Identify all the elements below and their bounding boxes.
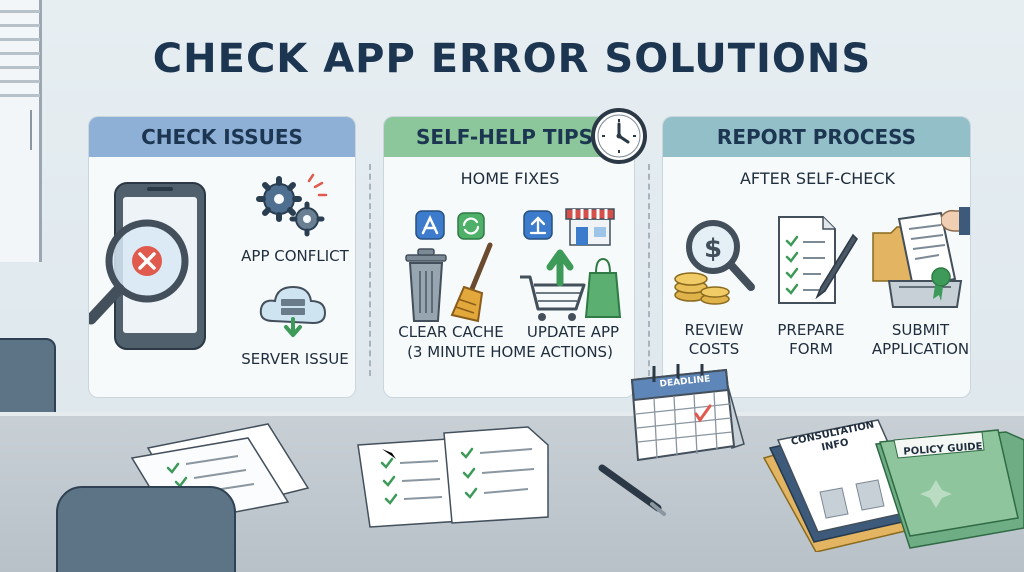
panel-report-process: REPORT PROCESS AFTER SELF-CHECK $ REVIEW…: [662, 116, 971, 398]
window-blind-slat: [0, 94, 40, 97]
label-home-actions-note: (3 MINUTE HOME ACTIONS): [407, 343, 613, 361]
divider: [369, 164, 371, 376]
label-submit-application-line1: SUBMIT: [891, 321, 950, 339]
divider: [648, 164, 650, 376]
panel-header: CHECK ISSUES: [89, 117, 355, 157]
label-home-fixes: HOME FIXES: [460, 169, 560, 188]
panel-header: REPORT PROCESS: [663, 117, 970, 157]
window-blind-slat: [0, 52, 40, 55]
trash-broom-icon: [405, 242, 493, 323]
label-update-app: UPDATE APP: [526, 323, 620, 341]
label-review-costs-line2: COSTS: [688, 340, 740, 358]
label-prepare-form-line1: PREPARE: [777, 321, 845, 339]
label-server-issue: SERVER ISSUE: [241, 350, 349, 368]
window-blind-slat: [0, 80, 40, 83]
submit-folder-certificate-icon: [872, 211, 963, 308]
hand-icon: [941, 207, 970, 235]
upload-store-icon: [523, 208, 615, 246]
gears-icon: [256, 173, 328, 237]
label-submit-application-line2: APPLICATION: [871, 340, 970, 358]
window: [0, 0, 42, 262]
phone-magnifier-icon: [89, 182, 206, 350]
panel-check-issues: CHECK ISSUES APP CONFLICT SERVER ISSUE: [88, 116, 356, 398]
window-blind-slat: [0, 24, 40, 27]
app-store-refresh-icon: [415, 210, 485, 240]
label-after-self-check: AFTER SELF-CHECK: [739, 169, 896, 188]
label-prepare-form-line2: FORM: [789, 340, 833, 358]
label-clear-cache: CLEAR CACHE: [398, 323, 504, 341]
panel-self-help-tips: SELF-HELP TIPS HOME FIXES CLEAR CACHE: [383, 116, 635, 398]
window-blind-slat: [0, 38, 40, 41]
chair-back-front: [56, 486, 236, 572]
cloud-server-icon: [259, 285, 327, 337]
checklist-papers-center: [357, 426, 549, 528]
svg-text:$: $: [704, 234, 722, 264]
folders-stack: [762, 419, 1024, 552]
blind-cord: [30, 110, 32, 150]
label-review-costs-line1: REVIEW: [684, 321, 744, 339]
window-blind-slat: [0, 66, 40, 69]
label-app-conflict: APP CONFLICT: [241, 247, 349, 265]
window-blind-slat: [0, 10, 40, 13]
checklist-pen-icon: [778, 216, 858, 304]
page-title: CHECK APP ERROR SOLUTIONS: [152, 36, 872, 82]
shopping-cart-icon: [520, 249, 622, 321]
calendar-icon: [630, 364, 745, 462]
pen-icon: [598, 464, 666, 516]
coins-magnifier-icon: $: [674, 220, 755, 305]
clock-icon: [591, 108, 647, 164]
